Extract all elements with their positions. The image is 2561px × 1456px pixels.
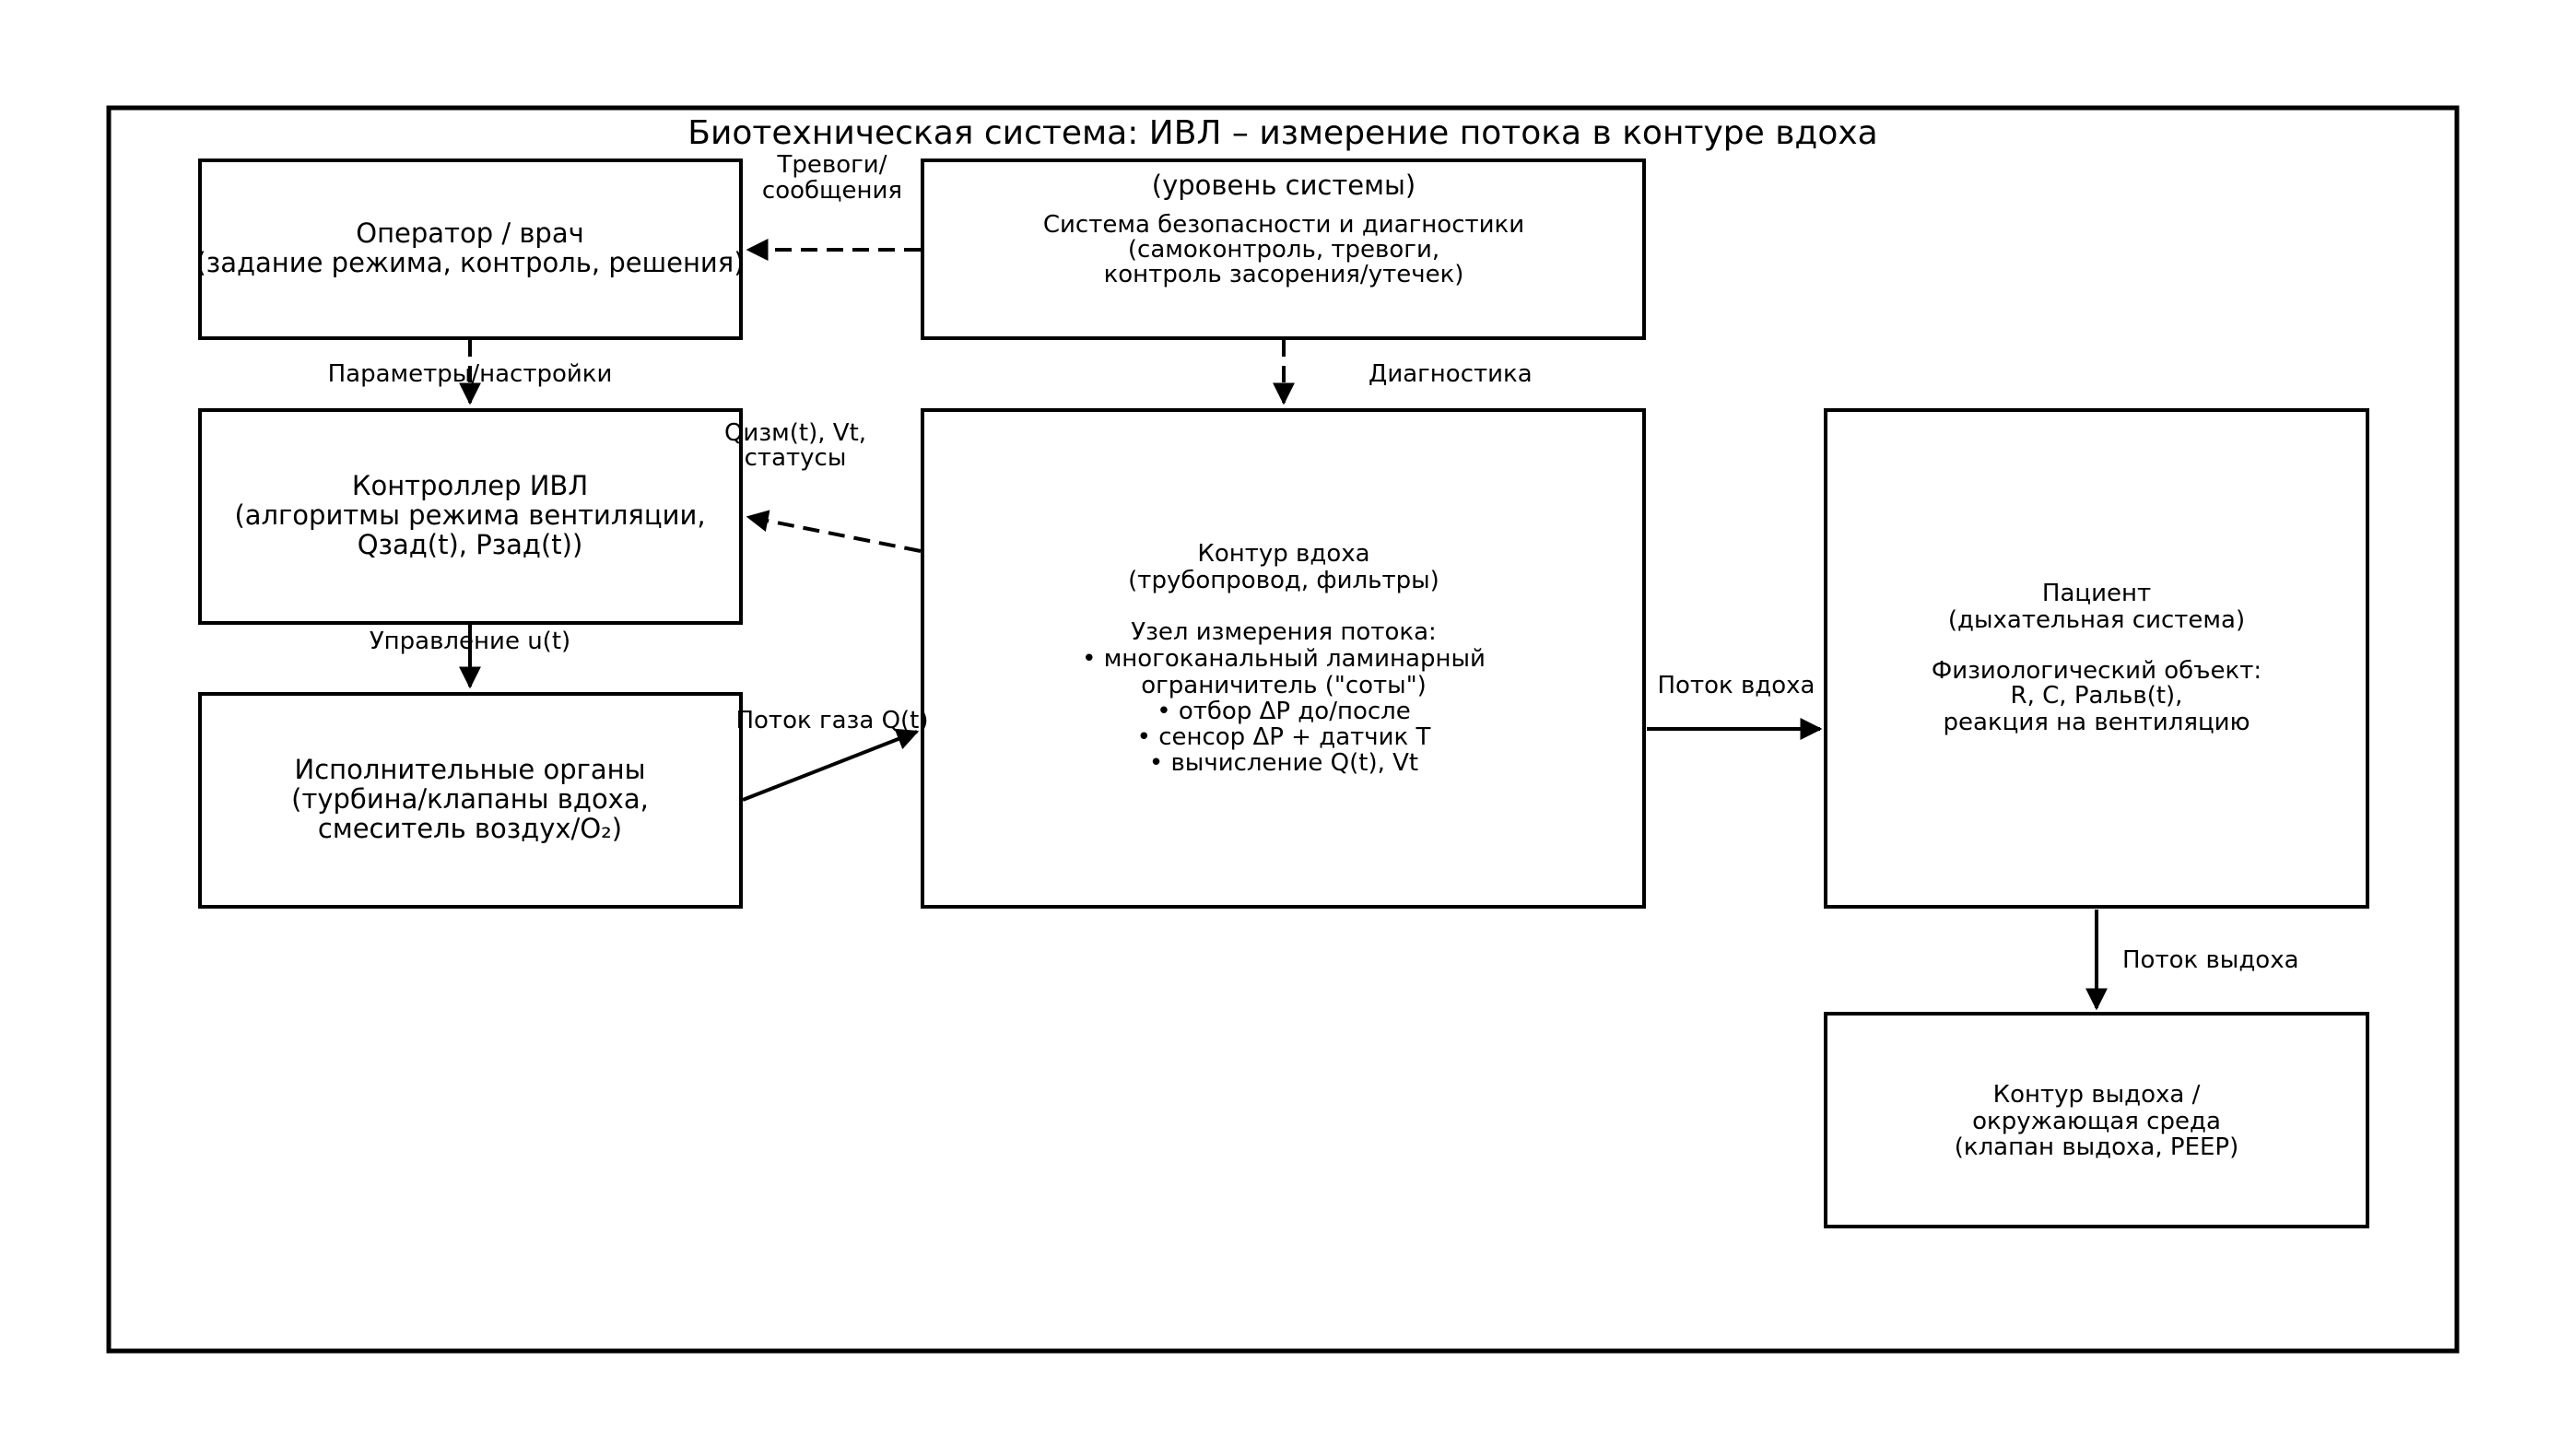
inspiratory-line: • многоканальный ламинарный (1082, 645, 1486, 673)
diagram-title: Биотехническая система: ИВЛ – измерение … (687, 114, 1877, 152)
expiratory-circuit-block (1824, 1012, 2369, 1228)
inspiratory-line: (трубопровод, фильтры) (1128, 567, 1439, 594)
measured-label: статусы (745, 444, 847, 472)
operator-line: (задание режима, контроль, решения) (195, 247, 744, 278)
safety-line: Система безопасности и диагностики (1043, 211, 1524, 239)
actuators-text: Исполнительные органы (турбина/клапаны в… (291, 754, 649, 844)
expiratory-text: Контур выдоха / окружающая среда (клапан… (1955, 1081, 2239, 1161)
operator-line: Оператор / врач (356, 217, 583, 249)
system-boundary (106, 105, 2460, 1354)
inspiratory-circuit-block (921, 408, 1646, 909)
patient-line: R, C, Ральв(t), (2011, 682, 2183, 710)
patient-block (1824, 408, 2369, 909)
inspiratory-line: • вычисление Q(t), Vt (1149, 749, 1418, 777)
inspiratory-line: Контур вдоха (1197, 540, 1369, 568)
actuators-line: (турбина/клапаны вдоха, (291, 783, 649, 815)
inspiratory-line: ограничитель ("соты") (1141, 672, 1427, 699)
patient-line: Физиологический объект: (1932, 657, 2261, 685)
gas-flow-arrow (742, 728, 920, 802)
operator-text: Оператор / врач (задание режима, контрол… (195, 217, 744, 278)
actuators-line: смеситель воздух/O₂) (318, 813, 622, 844)
actuators-block (198, 692, 743, 909)
safety-line: контроль засорения/утечек) (1104, 261, 1464, 288)
safety-line: (самоконтроль, тревоги, (1128, 236, 1439, 264)
inspiratory-flow-label: Поток вдоха (1657, 672, 1815, 699)
inspiratory-line: • сенсор ΔP + датчик T (1137, 723, 1431, 751)
controller-text: Контроллер ИВЛ (алгоритмы режима вентиля… (234, 470, 705, 560)
patient-line: реакция на вентиляцию (1944, 709, 2250, 736)
inspiratory-line: Узел измерения потока: (1131, 618, 1437, 646)
safety-block (921, 159, 1646, 340)
controller-line: Контроллер ИВЛ (352, 470, 588, 501)
measured-label: Qизм(t), Vt, (724, 419, 866, 447)
expiratory-flow-label: Поток выдоха (2122, 946, 2299, 974)
actuators-line: Исполнительные органы (295, 754, 646, 785)
controller-block (198, 408, 743, 625)
diagnostics-label: Диагностика (1369, 360, 1533, 388)
alarms-label: сообщения (762, 177, 902, 205)
inspiratory-line: • отбор ΔP до/после (1157, 698, 1411, 725)
inspiratory-text: Контур вдоха (трубопровод, фильтры) Узел… (1082, 540, 1486, 777)
operator-block (198, 159, 743, 340)
measured-flow-arrow (746, 510, 922, 553)
controller-line: (алгоритмы режима вентиляции, (234, 499, 705, 531)
parameters-label: Параметры/настройки (328, 360, 613, 388)
expiratory-line: Контур выдоха / (1993, 1081, 2201, 1109)
control-label: Управление u(t) (370, 628, 570, 655)
safety-text: (уровень системы) Система безопасности и… (1043, 170, 1524, 288)
controller-line: Qзад(t), Рзад(t)) (358, 529, 583, 560)
patient-line: (дыхательная система) (1948, 606, 2245, 634)
patient-line: Пациент (2042, 580, 2151, 607)
gas-flow-label: Поток газа Q(t) (735, 707, 928, 734)
alarms-label: Тревоги/ (777, 151, 887, 179)
patient-text: Пациент (дыхательная система) Физиологич… (1932, 580, 2261, 736)
safety-heading: (уровень системы) (1152, 170, 1416, 201)
expiratory-line: окружающая среда (1972, 1108, 2221, 1135)
expiratory-line: (клапан выдоха, PEEP) (1955, 1133, 2239, 1161)
